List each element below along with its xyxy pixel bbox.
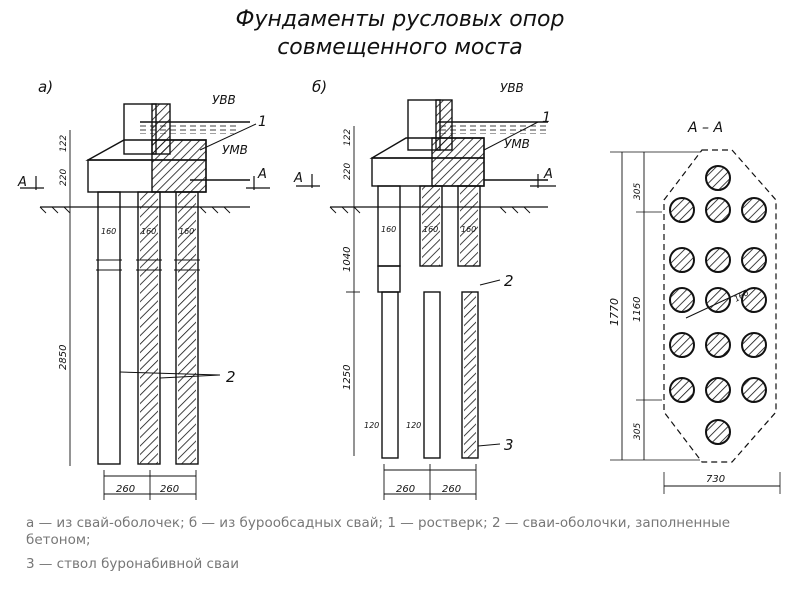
grillage-plan-outline	[663, 149, 777, 463]
dim-a-pile-1: 160	[101, 227, 116, 236]
casing-b-1-lower	[377, 265, 401, 293]
title-line-1: Фундаменты русловых опор	[235, 7, 565, 32]
dim-b-d5: 120	[406, 421, 421, 430]
umv-label-b: УМВ	[504, 137, 530, 151]
dim-section-bottom: 305	[633, 423, 643, 440]
section-mark-a-right: А	[257, 167, 267, 182]
caption-line-1: а — из свай-оболочек; б — из бурообсадны…	[26, 515, 731, 548]
section-mark-a-left: А	[17, 175, 27, 190]
dim-a-spacing-1: 260	[116, 484, 135, 495]
pile-plan-circle	[669, 247, 695, 273]
callout-3-b: 3	[504, 436, 514, 454]
section-label: А – А	[687, 120, 723, 136]
pile-plan-circle	[741, 197, 767, 223]
pile-plan-circle	[741, 332, 767, 358]
dim-b-d1: 160	[381, 225, 396, 234]
panel-a-label: а)	[38, 78, 53, 96]
dim-section-width: 730	[706, 474, 725, 485]
caption-line-2: 3 — ствол буронабивной сваи	[26, 556, 239, 572]
pile-plan-circle	[741, 287, 767, 313]
pile-plan-circle	[705, 287, 731, 313]
pile-plan-circle	[705, 332, 731, 358]
umv-label-a: УМВ	[222, 143, 248, 157]
pile-plan-circle	[705, 377, 731, 403]
pile-plan-circle	[705, 247, 731, 273]
callout-2-a: 2	[226, 368, 236, 386]
panel-a-labels: УВВ УМВ 1 2 А А 122 220 2850 160 160 160…	[17, 93, 267, 495]
ground-hatch-a	[39, 206, 231, 214]
section-mark-b-right: А	[543, 167, 553, 182]
section-mark-b-left: А	[293, 171, 303, 186]
pile-plan-circle	[741, 247, 767, 273]
dim-b-top1: 122	[343, 129, 353, 146]
title-line-2: совмещенного моста	[277, 35, 523, 60]
dim-b-d3: 160	[461, 225, 476, 234]
panel-b: б)	[296, 78, 556, 500]
panel-a: а)	[20, 78, 270, 500]
pile-joints-a	[96, 259, 200, 271]
dim-a-pile-3: 160	[179, 227, 194, 236]
pile-plan-circle	[669, 197, 695, 223]
dim-a-pile-2: 160	[141, 227, 156, 236]
pile-plan-circle	[705, 197, 731, 223]
dim-a-top2: 220	[59, 169, 69, 186]
dim-a-spacing-2: 260	[160, 484, 179, 495]
grillage-hatch-a	[151, 139, 207, 193]
uvv-label-a: УВВ	[212, 93, 236, 107]
slide-title: Фундаменты русловых опор совмещенного мо…	[0, 6, 800, 62]
dim-section-mid: 1160	[632, 297, 643, 322]
section-a-a	[610, 149, 781, 494]
callout-2-b: 2	[504, 272, 514, 290]
dim-b-d4: 120	[364, 421, 379, 430]
dim-section-top: 305	[633, 183, 643, 200]
dim-b-shaft: 1250	[342, 365, 353, 390]
panel-b-labels: УВВ УМВ 1 2 3 А А 122 220 1040 1250 160 …	[293, 81, 553, 495]
pile-plan-circle	[669, 332, 695, 358]
shaft-b-2	[423, 291, 441, 459]
dim-b-spacing-2: 260	[442, 484, 461, 495]
dim-a-top1: 122	[59, 135, 69, 152]
callout-1-b: 1	[542, 110, 551, 126]
pile-plan-circle	[705, 165, 731, 191]
pile-a-1	[97, 191, 121, 465]
shaft-b-1	[381, 291, 399, 459]
dim-a-depth: 2850	[58, 345, 69, 370]
dim-b-top2: 220	[343, 163, 353, 180]
dim-b-spacing-1: 260	[396, 484, 415, 495]
pile-plan-circle	[741, 377, 767, 403]
callout-1-a: 1	[258, 114, 267, 130]
panel-b-label: б)	[312, 78, 327, 96]
pile-grid	[669, 165, 767, 445]
pile-plan-circle	[669, 287, 695, 313]
pile-plan-circle	[669, 377, 695, 403]
pile-plan-circle	[705, 419, 731, 445]
dim-b-d2: 160	[423, 225, 438, 234]
dim-section-total: 1770	[608, 298, 621, 326]
dim-b-casing: 1040	[342, 247, 353, 272]
uvv-label-b: УВВ	[500, 81, 524, 95]
